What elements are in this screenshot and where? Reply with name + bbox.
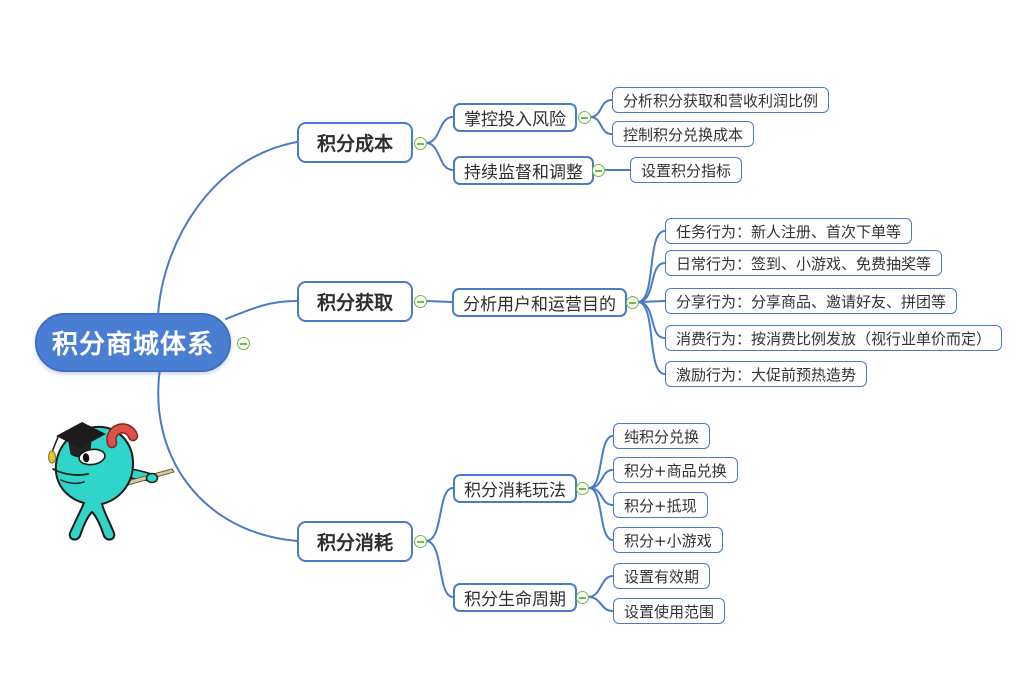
node-points-plus-product[interactable]: 积分+商品兑换 <box>613 457 738 483</box>
mascot-chin-line <box>60 479 85 485</box>
node-control-investment-risk[interactable]: 掌控投入风险 <box>453 103 577 132</box>
connector-line <box>425 300 453 303</box>
node-pure-points-redeem[interactable]: 纯积分兑换 <box>613 423 711 449</box>
node-consume-behavior[interactable]: 消费行为：按消费比例发放（视行业单价而定） <box>665 325 1003 351</box>
collapse-minus-icon[interactable] <box>237 337 250 350</box>
node-points-lifecycle[interactable]: 积分生命周期 <box>453 583 577 612</box>
connector-line <box>425 487 454 542</box>
mascot-pupil <box>82 453 90 463</box>
connector-line <box>588 469 614 489</box>
node-daily-behavior[interactable]: 日常行为：签到、小游戏、免费抽奖等 <box>665 250 943 276</box>
connector-line <box>637 230 666 303</box>
node-set-usage-scope[interactable]: 设置使用范围 <box>613 598 726 624</box>
node-continuous-supervision[interactable]: 持续监督和调整 <box>453 156 594 185</box>
branch-points-consumption[interactable]: 积分消耗 <box>297 521 414 562</box>
node-set-validity-period[interactable]: 设置有效期 <box>613 563 711 589</box>
node-task-behavior[interactable]: 任务行为：新人注册、首次下单等 <box>665 218 913 244</box>
node-set-points-kpi[interactable]: 设置积分指标 <box>630 157 743 183</box>
collapse-minus-icon[interactable] <box>576 482 589 495</box>
connector-line <box>425 142 454 171</box>
connector-line <box>637 301 666 375</box>
connector-line <box>587 596 614 612</box>
collapse-minus-icon[interactable] <box>626 296 639 309</box>
node-share-behavior[interactable]: 分享行为：分享商品、邀请好友、拼团等 <box>665 288 958 314</box>
mascot-red-curl <box>107 424 137 447</box>
collapse-minus-icon[interactable] <box>414 137 427 150</box>
tassel <box>48 450 56 464</box>
connector-line <box>425 540 454 598</box>
connector-line <box>587 575 614 598</box>
node-root[interactable]: 积分商城体系 <box>35 313 231 372</box>
connector-line <box>637 262 666 303</box>
collapse-minus-icon[interactable] <box>576 591 589 604</box>
branch-points-earning[interactable]: 积分获取 <box>297 281 414 322</box>
branch-points-cost[interactable]: 积分成本 <box>297 122 414 163</box>
connector-line <box>637 300 666 303</box>
connector-line <box>225 300 298 320</box>
collapse-minus-icon[interactable] <box>578 111 591 124</box>
node-points-spend-gameplay[interactable]: 积分消耗玩法 <box>453 474 577 503</box>
node-analyze-user-operation-goal[interactable]: 分析用户和运营目的 <box>452 288 627 317</box>
graduation-cap-icon <box>56 422 106 448</box>
node-incentive-behavior[interactable]: 激励行为：大促前预热造势 <box>665 361 868 387</box>
collapse-minus-icon[interactable] <box>592 164 605 177</box>
connector-line <box>588 487 614 541</box>
node-points-plus-cash[interactable]: 积分+抵现 <box>613 492 708 518</box>
connector-line <box>589 116 613 135</box>
node-control-redeem-cost[interactable]: 控制积分兑换成本 <box>612 121 755 147</box>
collapse-minus-icon[interactable] <box>414 535 427 548</box>
mascot-mouth <box>52 468 89 476</box>
connector-line <box>157 141 298 317</box>
connector-line <box>425 116 454 144</box>
node-points-plus-minigame[interactable]: 积分+小游戏 <box>613 527 723 553</box>
collapse-minus-icon[interactable] <box>414 295 427 308</box>
connector-line <box>157 368 298 542</box>
mascot-hand <box>145 472 159 484</box>
mascot-illustration[interactable] <box>42 412 177 547</box>
tassel-string <box>51 436 59 453</box>
node-analyze-profit-ratio[interactable]: 分析积分获取和营收利润比例 <box>612 87 830 113</box>
connector-line <box>589 99 613 118</box>
